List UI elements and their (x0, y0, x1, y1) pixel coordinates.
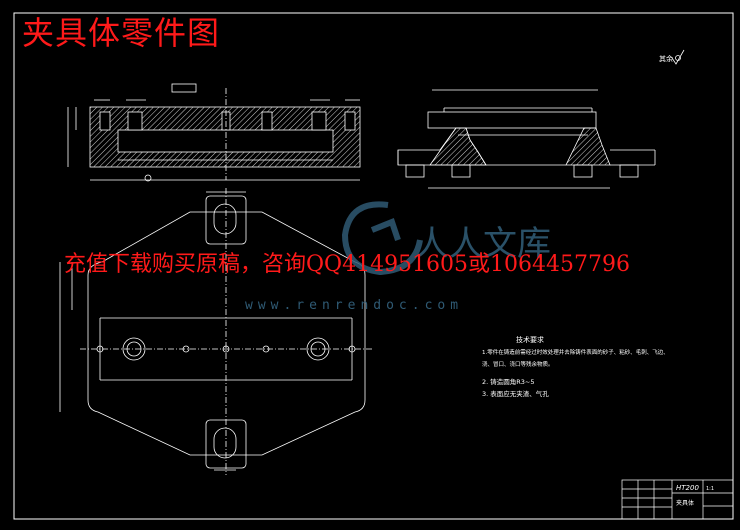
promo-banner: 充值下载购买原稿，咨询QQ414951605或1064457796 (64, 252, 631, 277)
title-block (621, 479, 734, 520)
drawing-frame (13, 12, 734, 520)
scale-label: 1:1 (706, 486, 714, 492)
front-section-view (67, 83, 361, 182)
watermark-logo-icon (341, 201, 423, 276)
material-label: HT200 (676, 484, 699, 492)
side-section-view (397, 89, 656, 189)
side-top-bar (427, 111, 597, 129)
watermark-url: www.renrendoc.com (245, 298, 464, 313)
part-name-label: 夹具体 (676, 499, 694, 507)
tech-req-line-4: 3. 表面应无夹渣、气孔 (482, 389, 549, 398)
overlay-title: 夹具体零件图 (22, 14, 221, 52)
tech-req-line-2: 浇、冒口、浇口等残余物质。 (482, 360, 554, 368)
tech-req-line-1: 1.零件在铸造前需经过时效处理并去除铸件表面的砂子、粘砂、毛刺、飞边、 (482, 348, 669, 356)
tech-req-line-3: 2. 铸造圆角R3~5 (482, 377, 535, 386)
watermark-text: 人人文库 (415, 224, 551, 264)
plan-view (59, 188, 372, 475)
roughness-note: 其余 (659, 54, 673, 63)
tech-req-title: 技术要求 (516, 335, 544, 344)
roughness-symbol (671, 49, 685, 65)
inner-cavity (117, 129, 334, 153)
